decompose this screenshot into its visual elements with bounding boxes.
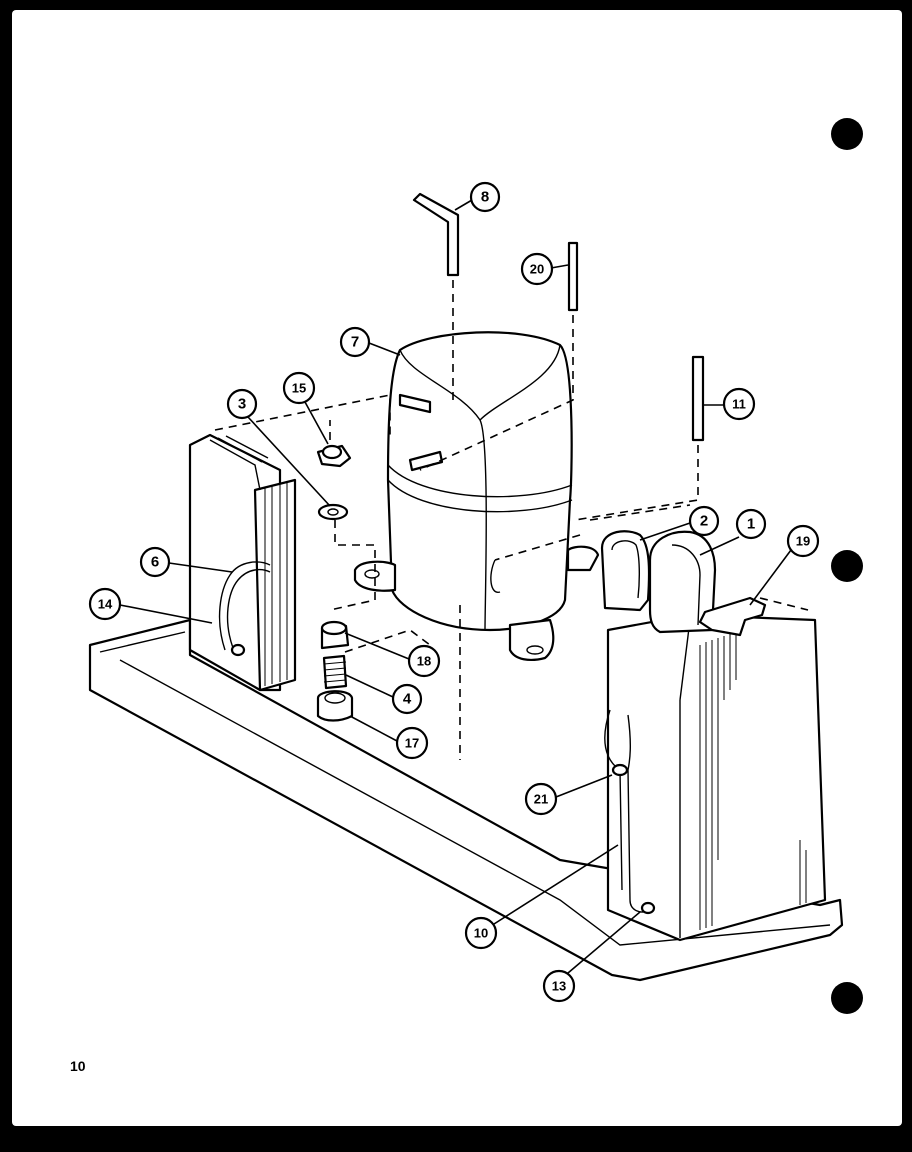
callout-label-15: 15 [292,381,306,396]
assembly-lines [214,280,809,760]
callout-group-15: 15 [282,371,329,445]
callout-label-4: 4 [403,691,412,708]
callout-label-17: 17 [405,736,419,751]
callout-label-7: 7 [351,334,359,351]
callout-circle-13 [542,969,576,1003]
callout-label-19: 19 [796,534,810,549]
callout-label-13: 13 [552,979,566,994]
callout-circle-14 [88,587,122,621]
callout-circle-15 [282,371,316,405]
callout-circle-11 [722,387,756,421]
callout-label-2: 2 [700,513,708,530]
callout-group-6: 6 [139,546,233,578]
mounting-hardware [316,444,354,722]
callout-circle-20 [520,252,554,286]
callout-circle-10 [464,916,498,950]
callout-circle-19 [786,524,820,558]
page-number: 10 [70,1058,86,1074]
callout-circle-1 [735,508,767,540]
binder-hole-bottom [831,982,863,1014]
callout-group-21: 21 [524,774,613,816]
callout-circle-18 [407,644,441,678]
callout-group-17: 17 [349,715,429,760]
coil-fins [699,632,807,930]
callout-label-21: 21 [534,792,548,807]
callout-group-20: 20 [520,252,569,286]
callout-circle-8 [469,181,501,213]
bracket [698,596,767,637]
compressor [353,331,600,661]
callout-circle-3 [226,388,258,420]
binder-hole-middle [831,550,863,582]
callout-group-10: 10 [464,844,619,950]
callout-label-10: 10 [474,926,488,941]
callout-group-18: 18 [344,632,441,678]
callout-group-8: 8 [454,181,501,213]
callout-group-1: 1 [699,508,767,556]
callout-group-19: 19 [749,524,820,606]
callout-label-18: 18 [417,654,431,669]
callout-group-3: 3 [226,388,331,507]
condenser-coil [606,613,827,942]
callout-circle-7 [339,326,371,358]
callout-label-8: 8 [481,189,489,206]
callout-label-3: 3 [238,396,246,413]
callout-circle-21 [524,782,558,816]
callout-group-7: 7 [339,326,401,358]
callout-circle-6 [139,546,171,578]
callout-circle-2 [688,505,720,537]
callout-label-6: 6 [151,554,159,571]
callout-label-1: 1 [747,516,755,533]
capillary-tubes [604,709,656,915]
callout-group-4: 4 [345,674,423,715]
callout-circle-17 [395,726,429,760]
callout-label-14: 14 [98,597,113,612]
terminal-cover [648,530,717,634]
callout-group-2: 2 [639,505,720,541]
callout-circle-4 [391,683,423,715]
evaporator-coil [188,433,297,692]
callout-group-14: 14 [88,587,213,624]
callout-group-11: 11 [702,387,756,421]
terminal-gasket [600,530,651,612]
callout-group-13: 13 [542,911,641,1003]
binder-hole-top [831,118,863,150]
callout-label-11: 11 [732,397,746,412]
tubes [412,192,705,442]
callout-label-20: 20 [530,262,544,277]
